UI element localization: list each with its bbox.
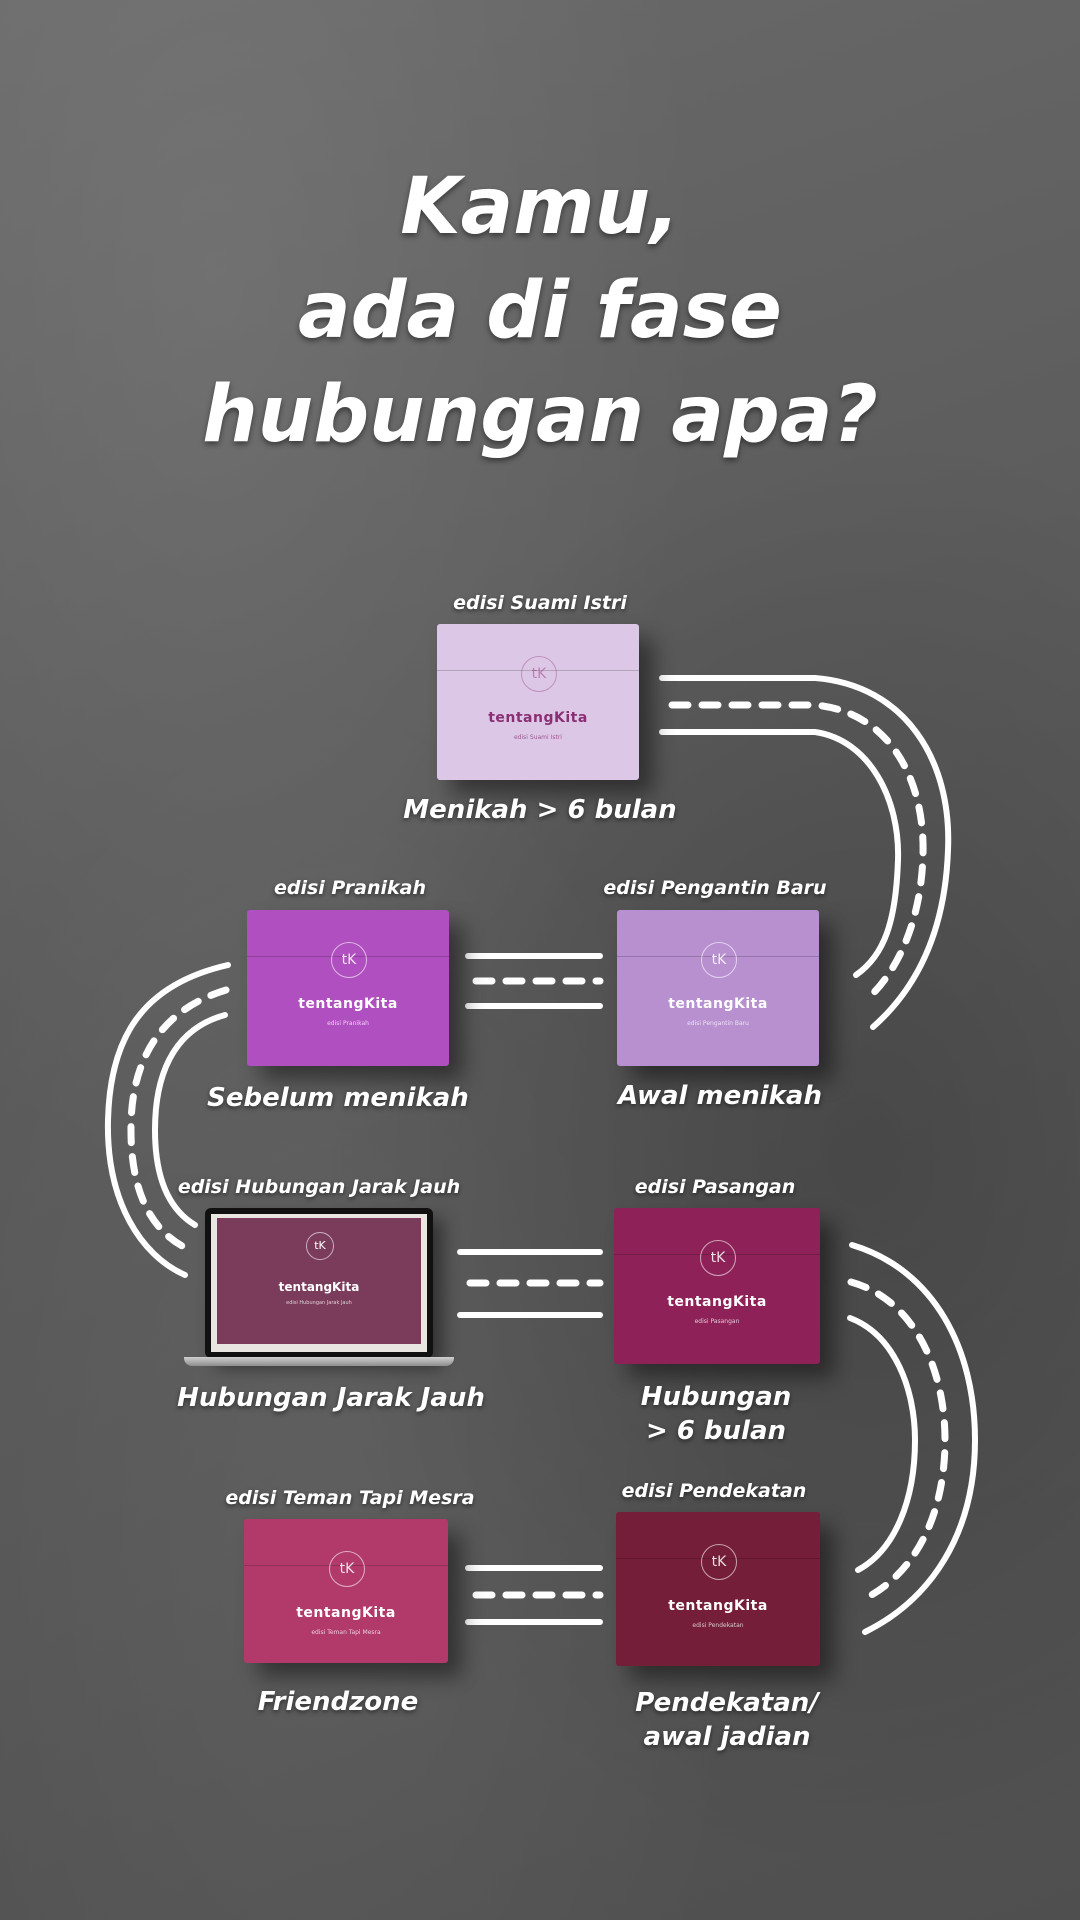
laptop: tK tentangKita edisi Hubungan Jarak Jauh: [205, 1208, 433, 1358]
box-brand: tentangKita: [668, 996, 768, 1012]
road-lane-marking: [668, 701, 927, 1004]
box-edition-print: edisi Pasangan: [694, 1318, 740, 1325]
stage-label-pasangan: Hubungan > 6 bulan: [640, 1382, 792, 1446]
road-edge: [659, 729, 902, 978]
stage-label-pengantin-baru: Awal menikah: [618, 1081, 822, 1111]
road-edge: [849, 1242, 979, 1635]
headline-line-1: Kamu,: [400, 162, 680, 252]
box-pengantin-baru: tK tentangKita edisi Pengantin Baru: [617, 910, 819, 1066]
tk-logo-icon: tK: [306, 1232, 334, 1260]
edition-label-pengantin-baru: edisi Pengantin Baru: [603, 877, 827, 899]
box-brand: tentangKita: [667, 1294, 767, 1310]
edition-label-hubungan-jarak-jauh: edisi Hubungan Jarak Jauh: [177, 1176, 461, 1198]
edition-label-pranikah: edisi Pranikah: [274, 877, 426, 899]
road-edge: [847, 1315, 919, 1573]
tk-logo-icon: tK: [700, 1240, 736, 1276]
box-hubungan-jarak-jauh: tK tentangKita edisi Hubungan Jarak Jauh: [217, 1218, 421, 1344]
edition-label-suami-istri: edisi Suami Istri: [453, 592, 627, 614]
box-edition-print: edisi Pranikah: [327, 1020, 369, 1027]
box-brand: tentangKita: [668, 1598, 768, 1614]
box-pendekatan: tK tentangKita edisi Pendekatan: [616, 1512, 820, 1666]
edition-label-pasangan: edisi Pasangan: [634, 1176, 796, 1198]
road-edge: [659, 675, 952, 1030]
road-lane-marking: [847, 1278, 949, 1604]
stage-label-suami-istri: Menikah > 6 bulan: [403, 795, 677, 825]
box-brand: tentangKita: [278, 1280, 360, 1294]
tk-logo-icon: tK: [521, 656, 557, 692]
stage-label-teman-tapi-mesra: Friendzone: [257, 1687, 419, 1717]
tk-logo-icon: tK: [331, 942, 367, 978]
tk-logo-icon: tK: [329, 1551, 365, 1587]
box-brand: tentangKita: [298, 996, 398, 1012]
edition-label-teman-tapi-mesra: edisi Teman Tapi Mesra: [225, 1487, 475, 1509]
edition-label-pendekatan: edisi Pendekatan: [621, 1480, 807, 1502]
box-brand: tentangKita: [296, 1605, 396, 1621]
box-pranikah: tK tentangKita edisi Pranikah: [247, 910, 449, 1066]
headline-line-3: hubungan apa?: [202, 370, 878, 460]
headline: Kamu, ada di fase hubungan apa?: [0, 155, 1080, 467]
laptop-base: [184, 1357, 454, 1366]
tk-logo-icon: tK: [701, 1544, 737, 1580]
stage-label-hubungan-jarak-jauh: Hubungan Jarak Jauh: [177, 1383, 485, 1413]
box-suami-istri: tK tentangKita edisi Suami Istri: [437, 624, 639, 780]
stage-label-pranikah: Sebelum menikah: [207, 1083, 469, 1113]
box-teman-tapi-mesra: tK tentangKita edisi Teman Tapi Mesra: [244, 1519, 448, 1663]
box-edition-print: edisi Teman Tapi Mesra: [311, 1629, 381, 1636]
box-edition-print: edisi Pendekatan: [692, 1622, 744, 1629]
box-edition-print: edisi Hubungan Jarak Jauh: [286, 1300, 352, 1306]
tk-logo-icon: tK: [701, 942, 737, 978]
box-edition-print: edisi Pengantin Baru: [687, 1020, 749, 1027]
stage-label-pendekatan: Pendekatan/ awal jadian: [635, 1688, 819, 1752]
road-edge: [151, 1012, 228, 1228]
road-edge: [104, 962, 231, 1278]
headline-line-2: ada di fase: [298, 266, 782, 356]
road-lane-marking: [127, 986, 230, 1254]
box-edition-print: edisi Suami Istri: [514, 734, 562, 741]
box-pasangan: tK tentangKita edisi Pasangan: [614, 1208, 820, 1364]
box-brand: tentangKita: [488, 710, 588, 726]
